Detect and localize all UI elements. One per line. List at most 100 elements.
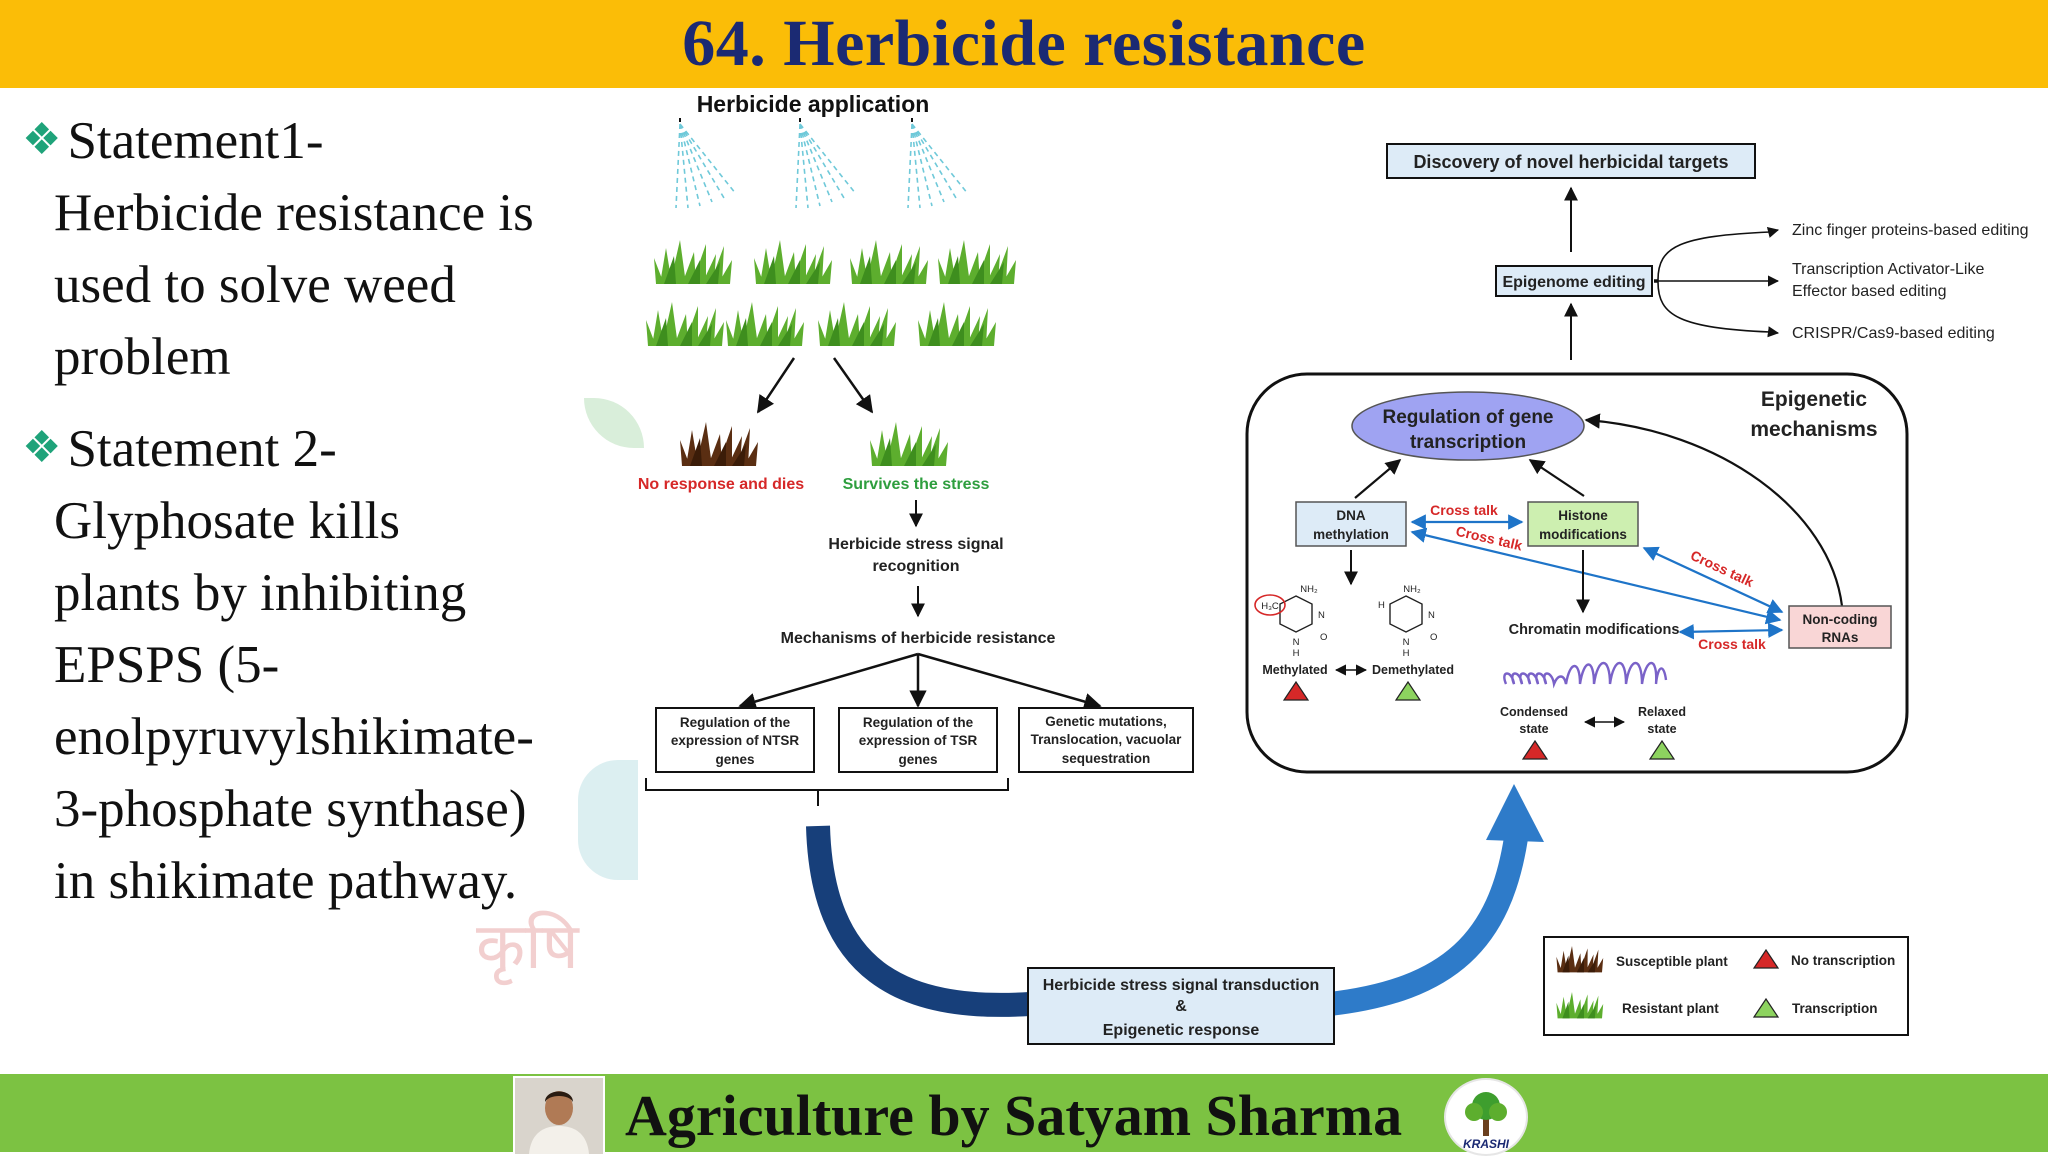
relaxed-line-1: Relaxed [1638,705,1686,719]
footer-title: Agriculture by Satyam Sharma [625,1083,1403,1148]
tsr-line-1: Regulation of the [863,715,974,730]
epigenetic-mechanisms-line-2: mechanisms [1750,418,1877,441]
ntsr-line-1: Regulation of the [680,715,791,730]
svg-text:NH₂: NH₂ [1403,584,1421,595]
red-triangle-icon [1521,739,1549,760]
svg-text:NH₂: NH₂ [1300,584,1318,595]
epigenome-editing-label: Epigenome editing [1502,274,1645,291]
watermark-text: कृषि [476,910,579,984]
noncoding-line-2: RNAs [1822,630,1859,645]
signal-recognition-line-1: Herbicide stress signal [828,536,1003,553]
arc-arrowhead [1486,784,1544,842]
statement-2-line-3: plants by inhibiting [54,564,467,622]
regulation-ellipse [1351,391,1585,461]
regulation-line-1: Regulation of gene [1383,407,1554,428]
statement-2-line-2: Glyphosate kills [54,492,400,550]
red-triangle-icon [1752,948,1780,969]
svg-text:H₃C: H₃C [1261,601,1279,612]
regulation-line-2: transcription [1410,432,1526,453]
grass-icon [654,240,732,284]
methylated-cytosine-structure: H₃C NH₂ N N H O [1254,584,1327,659]
watermark-shape [578,760,638,880]
demethylated-label: Demethylated [1372,663,1454,677]
epigenetic-mechanisms-line-1: Epigenetic [1761,388,1868,411]
demethylated-cytosine-structure: NH₂ H N N H O [1378,584,1437,659]
statement-2-line-7: in shikimate pathway. [54,852,518,910]
legend-box [1543,936,1909,1036]
ntsr-line-2: expression of NTSR [671,733,800,748]
ntsr-box [655,707,815,773]
statement-2-line-5: enolpyruvylshikimate- [54,708,534,766]
grass-icon [938,240,1016,284]
transduction-box [1027,967,1335,1045]
grass-icon [818,302,896,346]
statement-1-line-4: problem [54,328,231,386]
transduction-line-3: Epigenetic response [1103,1022,1260,1039]
talen-line-2: Effector based editing [1792,283,1946,300]
herbicide-application-label: Herbicide application [697,91,930,117]
svg-text:N: N [1318,610,1325,621]
ntsr-line-3: genes [715,752,754,767]
spray-icon [795,117,857,209]
grass-icon [726,302,804,346]
transduction-line-2: & [1175,998,1187,1015]
discovery-label: Discovery of novel herbicidal targets [1413,152,1728,172]
legend-resistant: Resistant plant [1622,1001,1719,1016]
svg-text:O: O [1430,632,1437,643]
talen-line-1: Transcription Activator-Like [1792,261,1984,278]
svg-text:N: N [1403,637,1410,648]
dna-methylation-line-1: DNA [1336,508,1365,523]
noncoding-line-1: Non-coding [1803,612,1878,627]
krashi-logo-icon: KRASHI [1444,1078,1528,1156]
svg-text:N: N [1428,610,1435,621]
statement-2-line-6: 3-phosphate synthase) [54,780,527,838]
page-title: 64. Herbicide resistance [682,7,1366,80]
statement-1: ❖Statement1- Herbicide resistance is use… [22,104,622,393]
epigenome-editing-box [1495,265,1653,297]
statement-2-line-1: Statement 2- [67,420,337,478]
no-response-label: No response and dies [638,476,804,493]
dna-methylation-box [1295,501,1407,547]
grass-icon [918,302,996,346]
tsr-line-2: expression of TSR [859,733,978,748]
footer-bar [0,1074,2048,1152]
cross-talk-label-1: Cross talk [1430,502,1498,518]
green-triangle-icon [1752,997,1780,1018]
statement-1-line-1: Statement1- [67,112,324,170]
genetic-line-3: sequestration [1062,751,1151,766]
tsr-line-3: genes [898,752,937,767]
transduction-line-1: Herbicide stress signal transduction [1043,977,1320,994]
statement-1-line-3: used to solve weed [54,256,456,314]
genetic-line-1: Genetic mutations, [1045,714,1167,729]
title-bar: 64. Herbicide resistance [0,0,2048,88]
statement-2-line-4: EPSPS (5- [54,636,280,694]
logo-text: KRASHI [1463,1137,1510,1151]
svg-text:O: O [1320,632,1327,643]
green-triangle-icon [1394,680,1422,701]
cross-talk-label-4: Cross talk [1698,636,1766,652]
condensed-line-1: Condensed [1500,705,1568,719]
zinc-finger-label: Zinc finger proteins-based editing [1792,222,2029,239]
survives-label: Survives the stress [843,476,990,493]
left-pane [0,88,635,1058]
statement-bullet-icon: ❖ [22,423,62,472]
genetic-line-2: Translocation, vacuolar [1031,732,1183,747]
green-triangle-icon [1648,739,1676,760]
histone-line-2: modifications [1539,527,1627,542]
crispr-label: CRISPR/Cas9-based editing [1792,325,1995,342]
arc-left [806,825,1031,1017]
relaxed-line-2: state [1647,722,1676,736]
chromatin-coil [1503,662,1668,689]
signal-recognition-line-2: recognition [872,558,959,575]
legend-susceptible: Susceptible plant [1616,954,1728,969]
presenter-avatar [513,1076,605,1156]
mechanisms-label: Mechanisms of herbicide resistance [781,630,1056,647]
grass-icon [754,240,832,284]
legend-transcription: Transcription [1792,1001,1878,1016]
discovery-box [1386,143,1756,179]
svg-text:H: H [1293,648,1300,659]
red-triangle-icon [1282,680,1310,701]
methylated-label: Methylated [1262,663,1327,677]
spray-icon [675,117,737,209]
